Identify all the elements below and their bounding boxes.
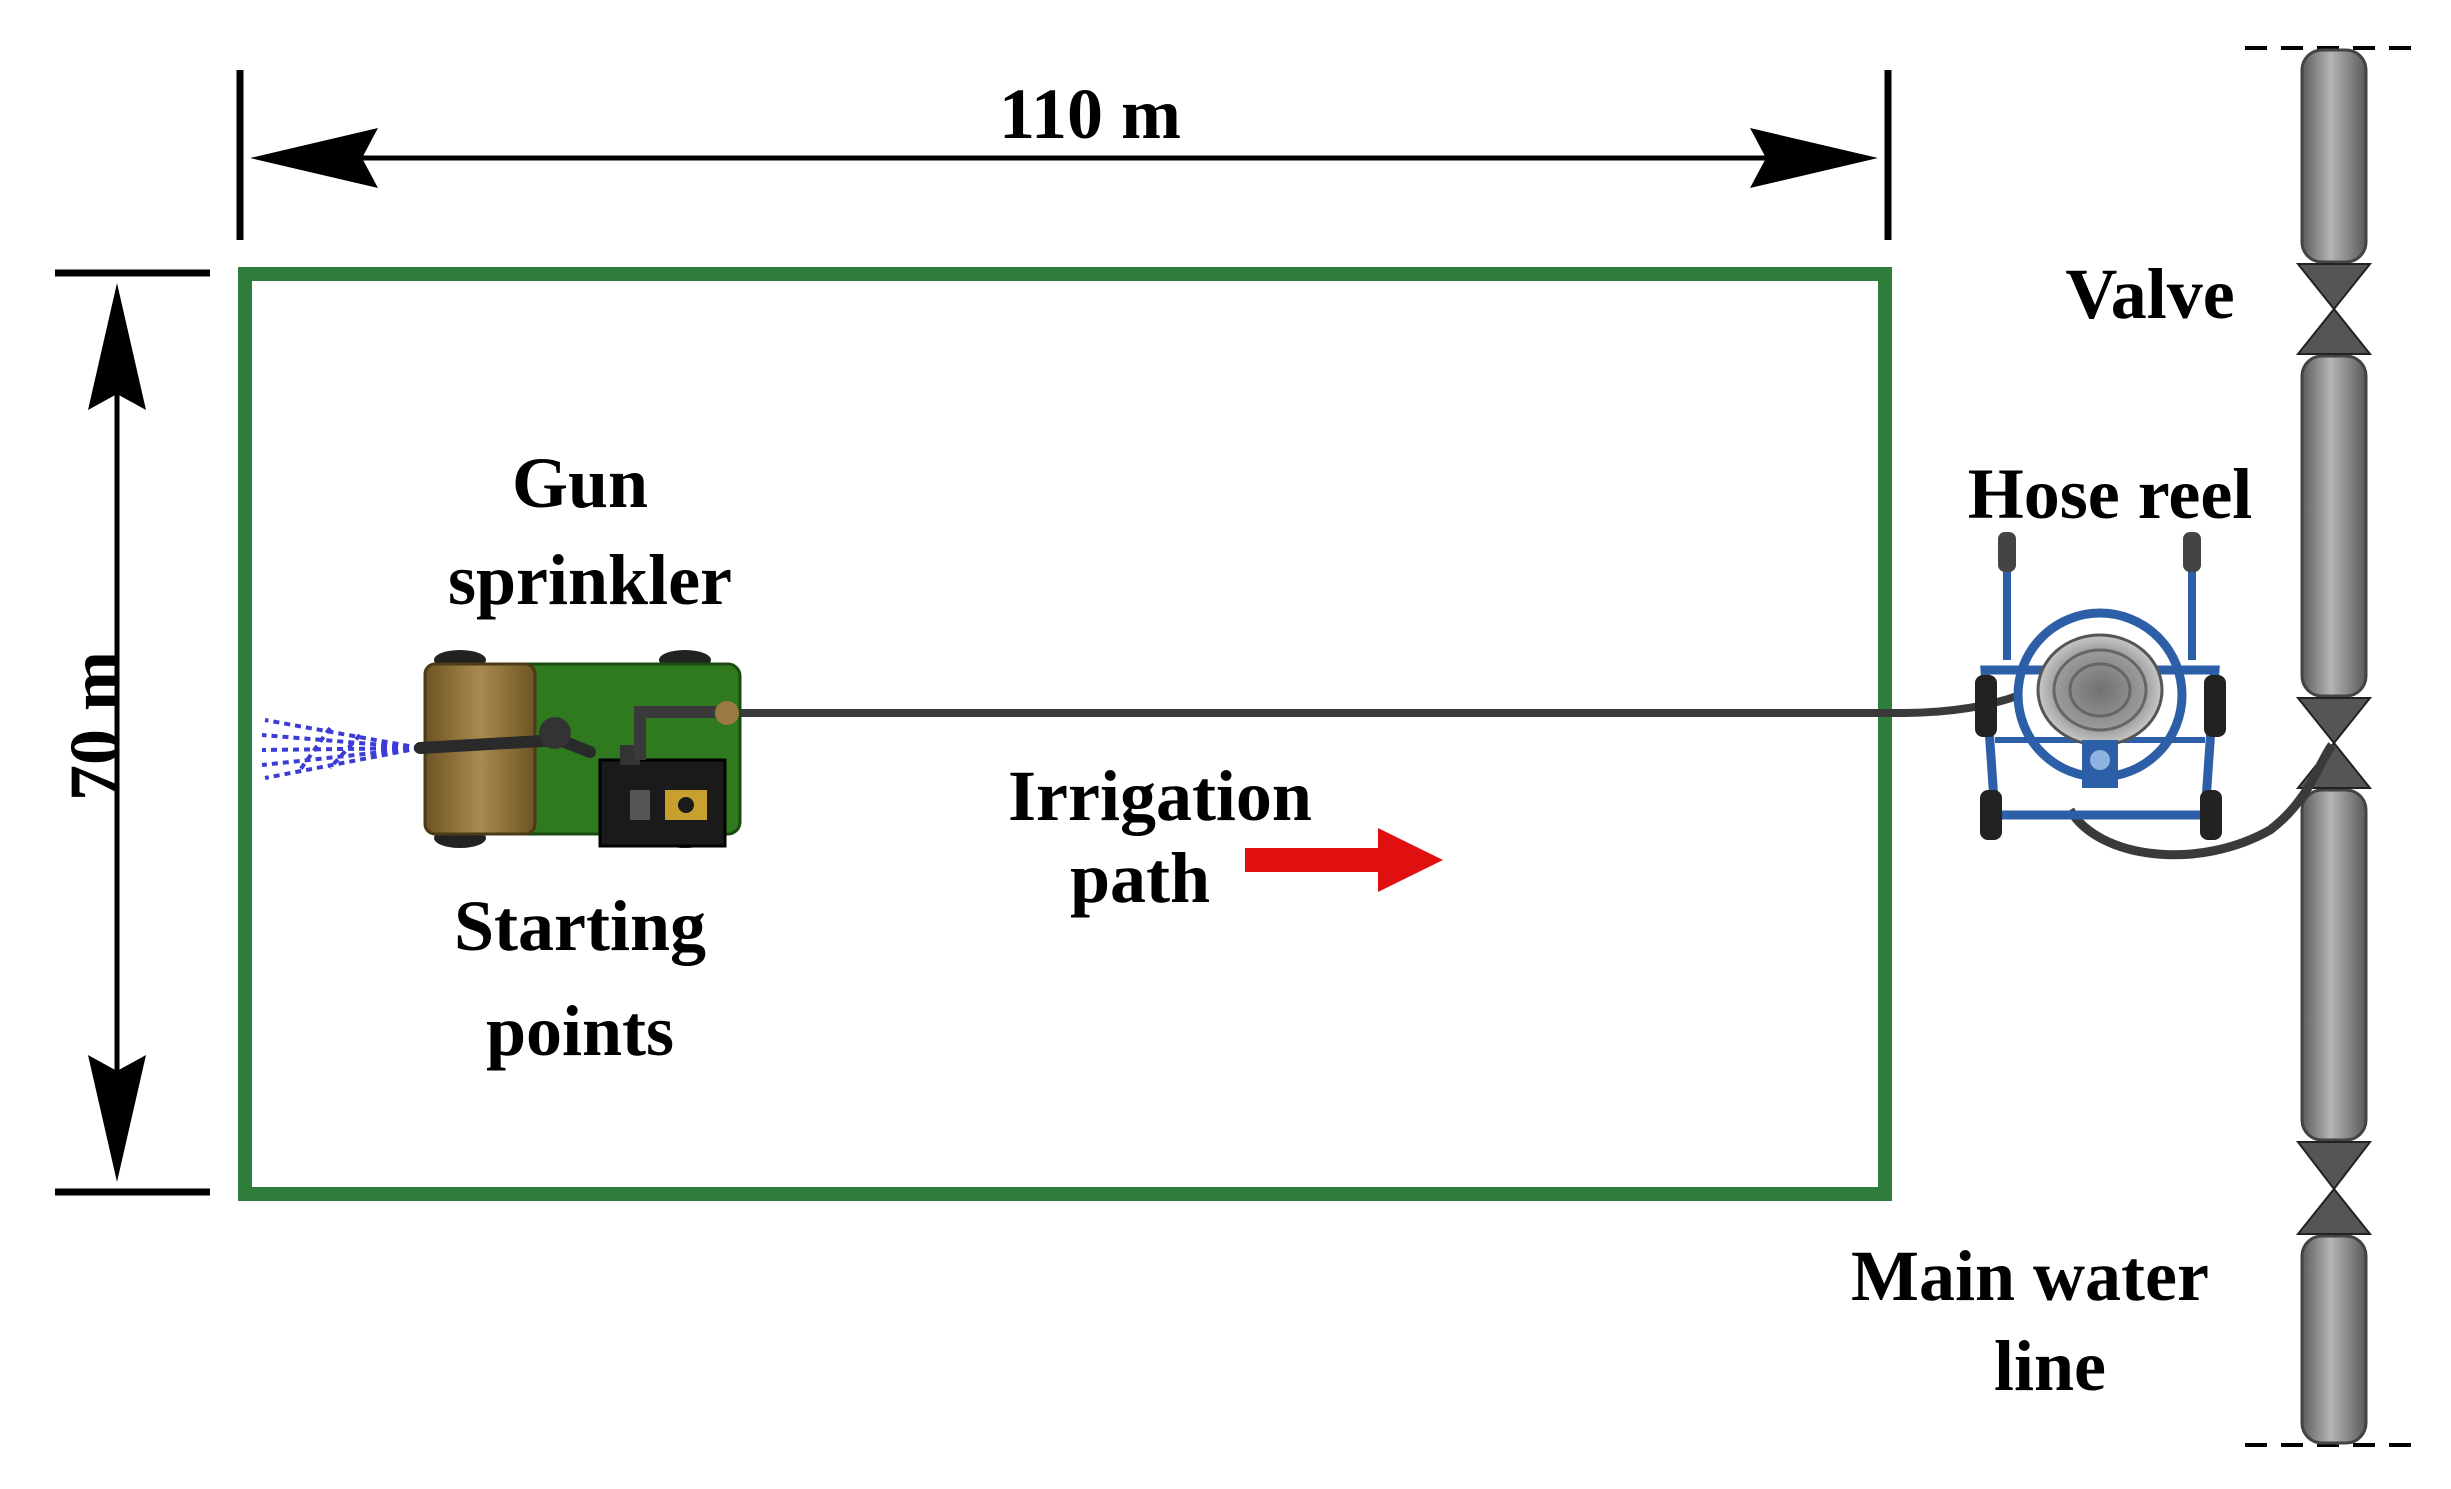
irrigation-path-label-line2: path [1069,838,1211,918]
width-arrow-left [250,128,378,188]
valve-label: Valve [2065,254,2235,334]
hose-reel-label: Hose reel [1967,454,2253,534]
main-water-line-label-line2: line [1993,1326,2106,1406]
hose-reel-icon [1975,532,2226,840]
gun-sprinkler-label-line2: sprinkler [447,540,733,620]
valve-icon [2295,263,2373,1235]
irrigation-path-label-line1: Irrigation [1008,756,1312,836]
height-arrow-top [88,283,146,410]
spray-icon [261,718,421,780]
supply-hose [2066,742,2336,860]
irrigation-hose [740,691,2022,717]
width-label: 110 m [998,74,1181,154]
height-dimension [55,269,210,1196]
gun-sprinkler-icon [414,650,742,848]
field-boundary [238,267,1892,1201]
gun-sprinkler-label-line1: Gun [511,443,649,523]
starting-points-label-line2: points [485,991,675,1071]
direction-arrow-icon [1245,828,1443,892]
height-label: 70 m [55,651,135,801]
main-water-line-label-line1: Main water [1851,1236,2209,1316]
height-arrow-bottom [88,1055,146,1182]
width-arrow-right [1750,128,1878,188]
width-dimension [236,70,1892,240]
starting-points-label-line1: Starting [454,886,706,966]
main-water-line-icon [2245,46,2420,1447]
